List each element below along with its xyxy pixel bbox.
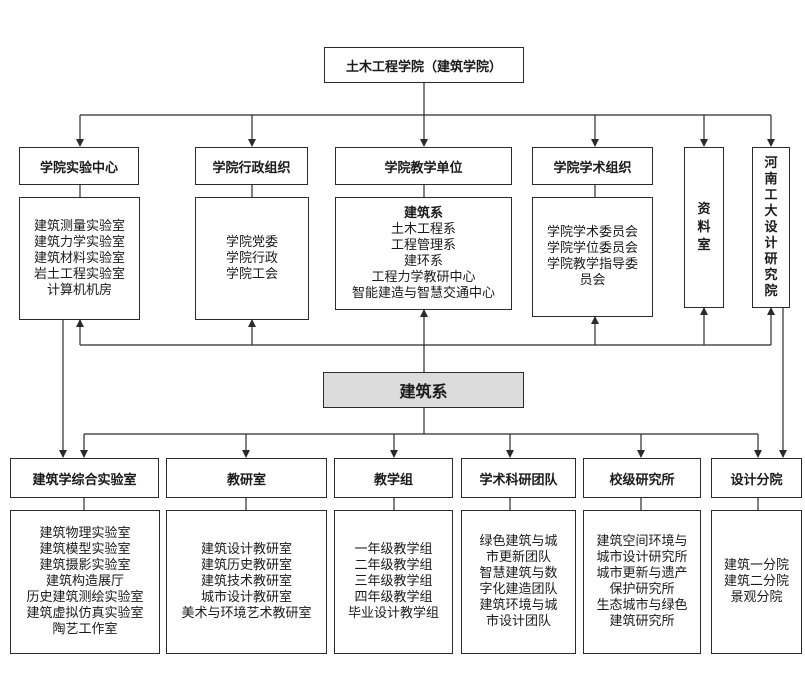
center-node: 建筑系 bbox=[323, 372, 524, 408]
list-item: 生态城市与绿色 bbox=[596, 598, 688, 613]
header-research-team: 学术科研团队 bbox=[461, 458, 576, 498]
list-item: 计算机机房 bbox=[46, 282, 112, 298]
header-teaching-group: 教学组 bbox=[334, 458, 453, 498]
header-teaching-office: 教研室 bbox=[166, 458, 327, 498]
list-item: 城市设计教研室 bbox=[200, 590, 292, 605]
list-item: 四年级教学组 bbox=[354, 590, 433, 605]
root-label: 土木工程学院（建筑学院） bbox=[345, 59, 502, 75]
header-teaching-group-label: 教学组 bbox=[373, 472, 413, 488]
list-item: 建筑技术教研室 bbox=[200, 574, 292, 589]
body-admin: 学院党委 学院行政 学院工会 bbox=[195, 197, 309, 320]
header-academic: 学院学术组织 bbox=[532, 147, 653, 185]
list-item: 毕业设计教学组 bbox=[347, 606, 439, 621]
list-item: 岩土工程实验室 bbox=[33, 266, 125, 282]
body-design-branch: 建筑一分院 建筑二分院 景观分院 bbox=[711, 510, 802, 654]
vertical-char: 料 bbox=[697, 219, 711, 235]
list-item: 建筑物理实验室 bbox=[39, 526, 131, 541]
root-node: 土木工程学院（建筑学院） bbox=[324, 47, 524, 83]
header-institute: 校级研究所 bbox=[583, 458, 701, 498]
list-item: 建筑历史教研室 bbox=[200, 558, 292, 573]
list-item: 字化建造团队 bbox=[479, 582, 558, 597]
list-item: 建筑研究所 bbox=[609, 614, 675, 629]
list-item: 工程管理系 bbox=[390, 237, 456, 253]
vertical-char: 究 bbox=[764, 267, 778, 283]
header-lab-complex-label: 建筑学综合实验室 bbox=[32, 472, 137, 488]
list-item: 保护研究所 bbox=[609, 582, 675, 597]
list-item-highlight: 建筑系 bbox=[403, 205, 443, 221]
list-item: 学院学位委员会 bbox=[546, 241, 638, 256]
list-item: 学院学术委员会 bbox=[546, 225, 638, 240]
header-teaching-units-label: 学院教学单位 bbox=[384, 160, 463, 176]
list-item: 建筑一分院 bbox=[723, 558, 789, 573]
list-item: 美术与环境艺术教研室 bbox=[181, 606, 312, 621]
body-teaching-group: 一年级教学组 二年级教学组 三年级教学组 四年级教学组 毕业设计教学组 bbox=[334, 510, 453, 654]
list-item: 历史建筑测绘实验室 bbox=[26, 590, 144, 605]
list-item: 建筑环境与城 bbox=[479, 598, 558, 613]
center-label: 建筑系 bbox=[399, 382, 448, 401]
list-item: 绿色建筑与城 bbox=[479, 534, 558, 549]
list-item: 建筑材料实验室 bbox=[33, 250, 125, 266]
node-archive: 资 料 室 bbox=[684, 147, 724, 308]
vertical-char: 河 bbox=[764, 155, 778, 171]
list-item: 工程力学教研中心 bbox=[371, 269, 476, 285]
vertical-char: 大 bbox=[764, 203, 778, 219]
list-item: 学院教学指导委 bbox=[546, 257, 638, 272]
list-item: 景观分院 bbox=[730, 590, 783, 605]
header-research-team-label: 学术科研团队 bbox=[479, 472, 558, 488]
vertical-char: 计 bbox=[764, 235, 778, 251]
list-item: 城市设计研究所 bbox=[596, 550, 688, 565]
node-design-institute: 河 南 工 大 设 计 研 究 院 bbox=[752, 147, 790, 308]
list-item: 建筑模型实验室 bbox=[39, 542, 131, 557]
header-academic-label: 学院学术组织 bbox=[553, 160, 632, 176]
list-item: 建筑力学实验室 bbox=[33, 234, 125, 250]
vertical-char: 院 bbox=[764, 283, 778, 299]
header-lab-center: 学院实验中心 bbox=[19, 147, 139, 185]
list-item: 一年级教学组 bbox=[354, 542, 433, 557]
body-institute: 建筑空间环境与 城市设计研究所 城市更新与遗产 保护研究所 生态城市与绿色 建筑… bbox=[583, 510, 701, 654]
list-item: 城市更新与遗产 bbox=[596, 566, 688, 581]
vertical-char: 研 bbox=[764, 251, 778, 267]
list-item: 建筑摄影实验室 bbox=[39, 558, 131, 573]
vertical-char: 南 bbox=[764, 171, 778, 187]
list-item: 建筑构造展厅 bbox=[45, 574, 124, 589]
list-item: 智慧建筑与数 bbox=[479, 566, 558, 581]
header-lab-center-label: 学院实验中心 bbox=[39, 160, 118, 176]
list-item: 建筑空间环境与 bbox=[596, 534, 688, 549]
list-item: 智能建造与智慧交通中心 bbox=[351, 285, 495, 301]
list-item: 陶艺工作室 bbox=[52, 622, 118, 637]
list-item: 建筑虚拟仿真实验室 bbox=[26, 606, 144, 621]
vertical-char: 资 bbox=[697, 201, 711, 217]
list-item: 市更新团队 bbox=[485, 550, 551, 565]
list-item: 建环系 bbox=[403, 253, 443, 269]
body-research-team: 绿色建筑与城 市更新团队 智慧建筑与数 字化建造团队 建筑环境与城 市设计团队 bbox=[461, 510, 576, 654]
header-teaching-units: 学院教学单位 bbox=[335, 147, 512, 185]
list-item: 员会 bbox=[579, 273, 606, 288]
header-design-branch: 设计分院 bbox=[711, 458, 802, 498]
list-item: 二年级教学组 bbox=[354, 558, 433, 573]
header-teaching-office-label: 教研室 bbox=[226, 472, 266, 488]
header-design-branch-label: 设计分院 bbox=[730, 472, 783, 488]
body-teaching-units: 建筑系 土木工程系 工程管理系 建环系 工程力学教研中心 智能建造与智慧交通中心 bbox=[335, 197, 512, 310]
list-item: 学院行政 bbox=[225, 250, 278, 266]
header-institute-label: 校级研究所 bbox=[609, 472, 675, 488]
header-lab-complex: 建筑学综合实验室 bbox=[10, 458, 159, 498]
list-item: 市设计团队 bbox=[485, 614, 551, 629]
header-admin: 学院行政组织 bbox=[195, 147, 308, 185]
body-lab-complex: 建筑物理实验室 建筑模型实验室 建筑摄影实验室 建筑构造展厅 历史建筑测绘实验室… bbox=[10, 510, 160, 654]
list-item: 建筑测量实验室 bbox=[33, 218, 125, 234]
vertical-char: 工 bbox=[764, 187, 778, 203]
list-item: 三年级教学组 bbox=[354, 574, 433, 589]
list-item: 土木工程系 bbox=[390, 221, 456, 237]
list-item: 建筑二分院 bbox=[723, 574, 789, 589]
vertical-char: 设 bbox=[764, 219, 778, 235]
vertical-char: 室 bbox=[697, 237, 711, 253]
body-teaching-office: 建筑设计教研室 建筑历史教研室 建筑技术教研室 城市设计教研室 美术与环境艺术教… bbox=[166, 510, 327, 654]
header-admin-label: 学院行政组织 bbox=[212, 160, 291, 176]
list-item: 建筑设计教研室 bbox=[200, 542, 292, 557]
body-academic: 学院学术委员会 学院学位委员会 学院教学指导委 员会 bbox=[532, 197, 653, 317]
list-item: 学院工会 bbox=[225, 266, 278, 282]
list-item: 学院党委 bbox=[225, 234, 278, 250]
body-lab-center: 建筑测量实验室 建筑力学实验室 建筑材料实验室 岩土工程实验室 计算机机房 bbox=[19, 197, 140, 320]
